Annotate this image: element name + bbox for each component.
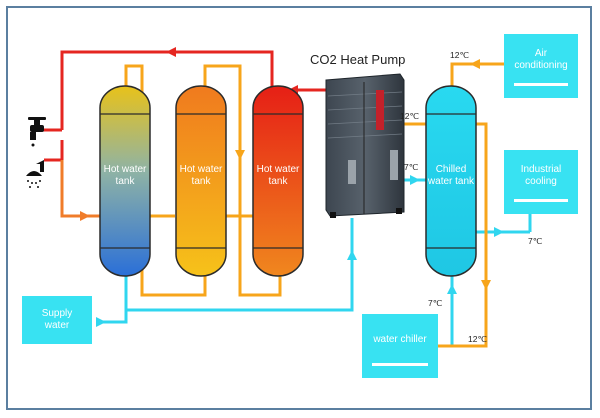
tank-label-2: Hot water tank <box>179 164 223 187</box>
arrow-left-red <box>166 47 176 57</box>
arrow-right-cyan-2 <box>410 175 420 185</box>
temp-chiller-out: 7℃ <box>428 298 443 308</box>
temp-tank-top: 12℃ <box>400 111 420 121</box>
shower-icon <box>26 160 44 188</box>
water-chiller-box: water chiller <box>362 314 438 378</box>
hot-water-tank-2 <box>175 85 227 277</box>
water-chiller-label: water chiller <box>373 334 427 345</box>
industrial-cooling-label: Industrial cooling <box>520 164 562 187</box>
divider <box>514 199 568 202</box>
supply-water-box: Supply water <box>22 296 92 344</box>
tank-label-1: Hot water tank <box>103 164 147 187</box>
tank-label-3: Hot water tank <box>256 164 300 187</box>
arrow-up-cyan <box>347 250 357 260</box>
arrow-left-yellow <box>470 59 480 69</box>
diagram-title: CO2 Heat Pump <box>310 52 406 67</box>
faucet-icon <box>28 117 46 147</box>
warm-pipe-inlet <box>60 160 100 218</box>
arrow-down-yellow-3 <box>481 280 491 290</box>
air-conditioning-box: Air conditioning <box>504 34 578 98</box>
arrow-right-cyan-3 <box>494 227 504 237</box>
hot-water-tank-3 <box>252 85 304 277</box>
temp-tank-mid: 7℃ <box>404 162 419 172</box>
arrow-down-yellow-2 <box>235 150 245 160</box>
industrial-cooling-box: Industrial cooling <box>504 150 578 214</box>
tank-label-chilled: Chilled water tank <box>427 164 475 187</box>
air-conditioning-label: Air conditioning <box>514 48 568 71</box>
arrow-right-orange <box>80 211 90 221</box>
temp-chiller-in: 12℃ <box>468 334 488 344</box>
hot-water-tank-1 <box>99 85 151 277</box>
divider <box>514 83 568 86</box>
arrow-right-cyan <box>96 317 106 327</box>
supply-water-label: Supply water <box>41 308 73 331</box>
temp-air-in: 12℃ <box>450 50 470 60</box>
heat-pump-unit <box>325 73 405 218</box>
chilled-water-tank <box>425 85 477 277</box>
divider <box>372 363 428 366</box>
temp-industrial-out: 7℃ <box>528 236 543 246</box>
arrow-up-cyan-2 <box>447 284 457 294</box>
